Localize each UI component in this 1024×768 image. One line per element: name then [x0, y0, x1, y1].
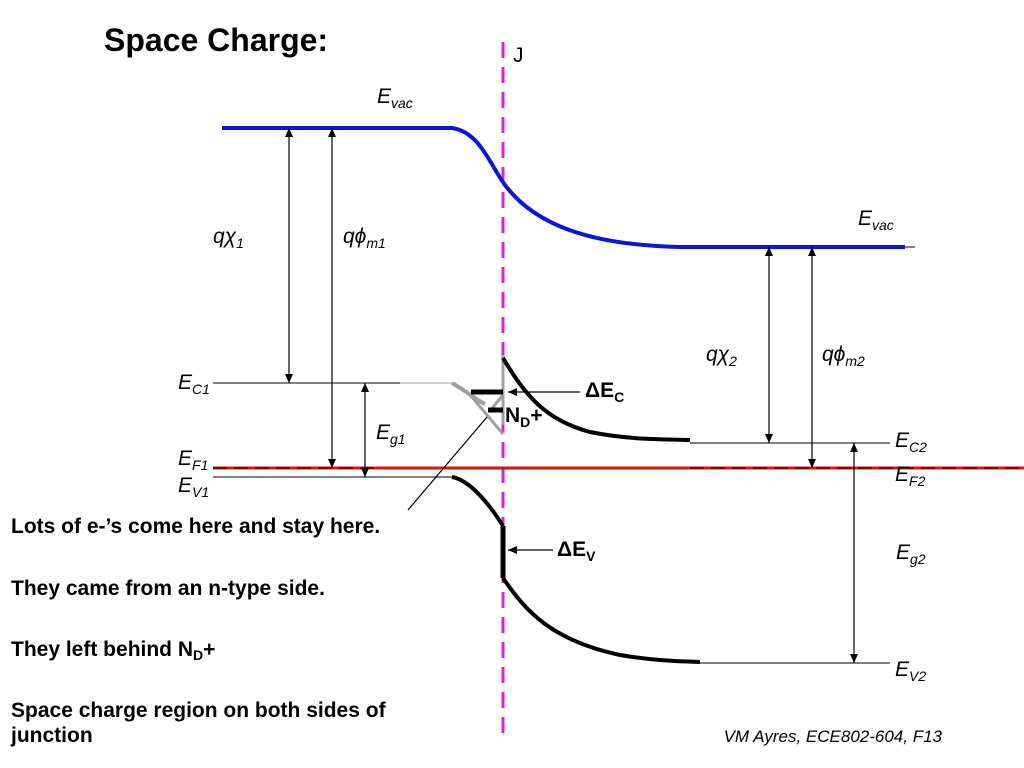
note-space-charge: Space charge region on both sides of jun… [11, 699, 386, 748]
note-left-behind: They left behind ND+ [11, 638, 216, 663]
eg1-label: Eg1 [376, 421, 406, 447]
ev2-curve [501, 576, 701, 664]
slide-footer: VM Ayres, ECE802-604, F13 [723, 727, 942, 746]
ef2-label: EF2 [895, 463, 926, 489]
ec1-bending-curve [451, 381, 486, 406]
junction-label: J [513, 44, 524, 67]
ec2-label: EC2 [895, 429, 927, 455]
vacuum-level-curve [222, 126, 905, 249]
evac-right-label: Evac [858, 207, 894, 233]
ev2-label: EV2 [895, 658, 927, 684]
eg2-label: Eg2 [896, 541, 926, 567]
ec1-label: EC1 [178, 371, 210, 397]
nd-plus-label: ND+ [505, 404, 543, 430]
q-phi-m1-label: qϕm1 [343, 225, 386, 251]
slide-title: Space Charge: [104, 22, 329, 58]
delta-ev-label: ΔEV [557, 538, 596, 564]
ef1-label: EF1 [178, 447, 209, 473]
electron-pointer-line [407, 416, 488, 511]
q-chi2-label: qχ2 [706, 343, 737, 369]
ev1-label: EV1 [178, 474, 210, 500]
q-phi-m2-label: qϕm2 [822, 343, 865, 369]
note-electrons: Lots of e-’s come here and stay here. [11, 515, 381, 538]
ev1-curve [451, 475, 505, 528]
ec2-curve [501, 356, 691, 442]
evac-left-label: Evac [377, 85, 413, 111]
delta-ec-label: ΔEC [585, 379, 625, 405]
q-chi1-label: qχ1 [213, 225, 244, 251]
note-n-type: They came from an n-type side. [11, 577, 325, 600]
